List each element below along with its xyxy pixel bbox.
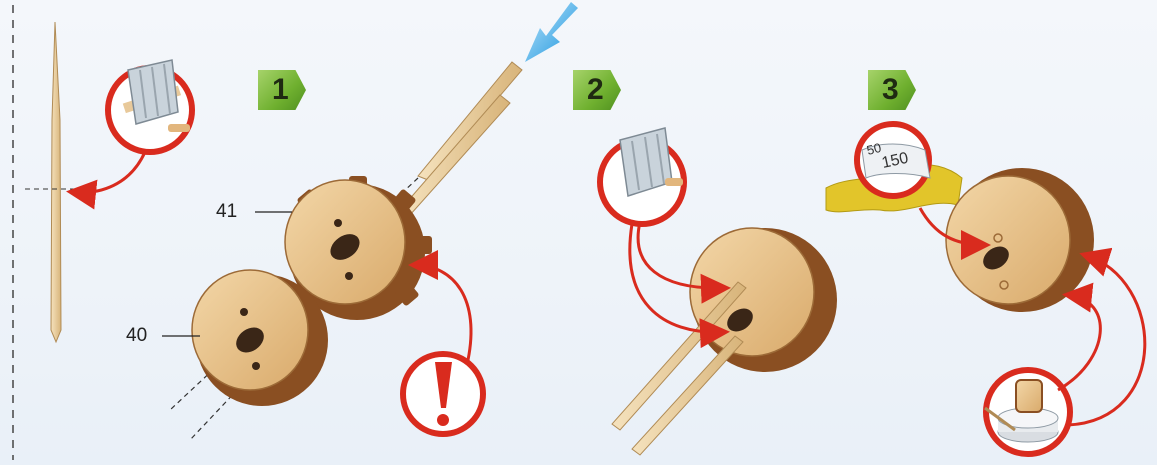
sandpaper-callout: 150 50 <box>826 124 962 212</box>
warning-callout <box>403 354 483 434</box>
toothpick <box>51 22 61 342</box>
cutter-callout-step2 <box>600 128 684 224</box>
toothpick-half-lower <box>400 95 510 215</box>
part-label-40: 40 <box>126 325 147 347</box>
step-2-number: 2 <box>587 73 604 107</box>
part-label-41: 41 <box>216 201 237 223</box>
toothpick-half-upper <box>418 62 522 180</box>
cut-arrow <box>72 152 145 193</box>
gear-stack-step3 <box>946 168 1094 312</box>
step-3-number: 3 <box>882 73 899 107</box>
glue-arrow-1 <box>1058 295 1100 390</box>
glue-callout <box>985 370 1070 454</box>
warning-arrow <box>414 265 471 360</box>
step-1-number: 1 <box>272 73 289 107</box>
cutter-callout-left <box>108 60 192 152</box>
gear-stack-step2 <box>690 228 837 372</box>
direction-arrow <box>525 2 578 62</box>
